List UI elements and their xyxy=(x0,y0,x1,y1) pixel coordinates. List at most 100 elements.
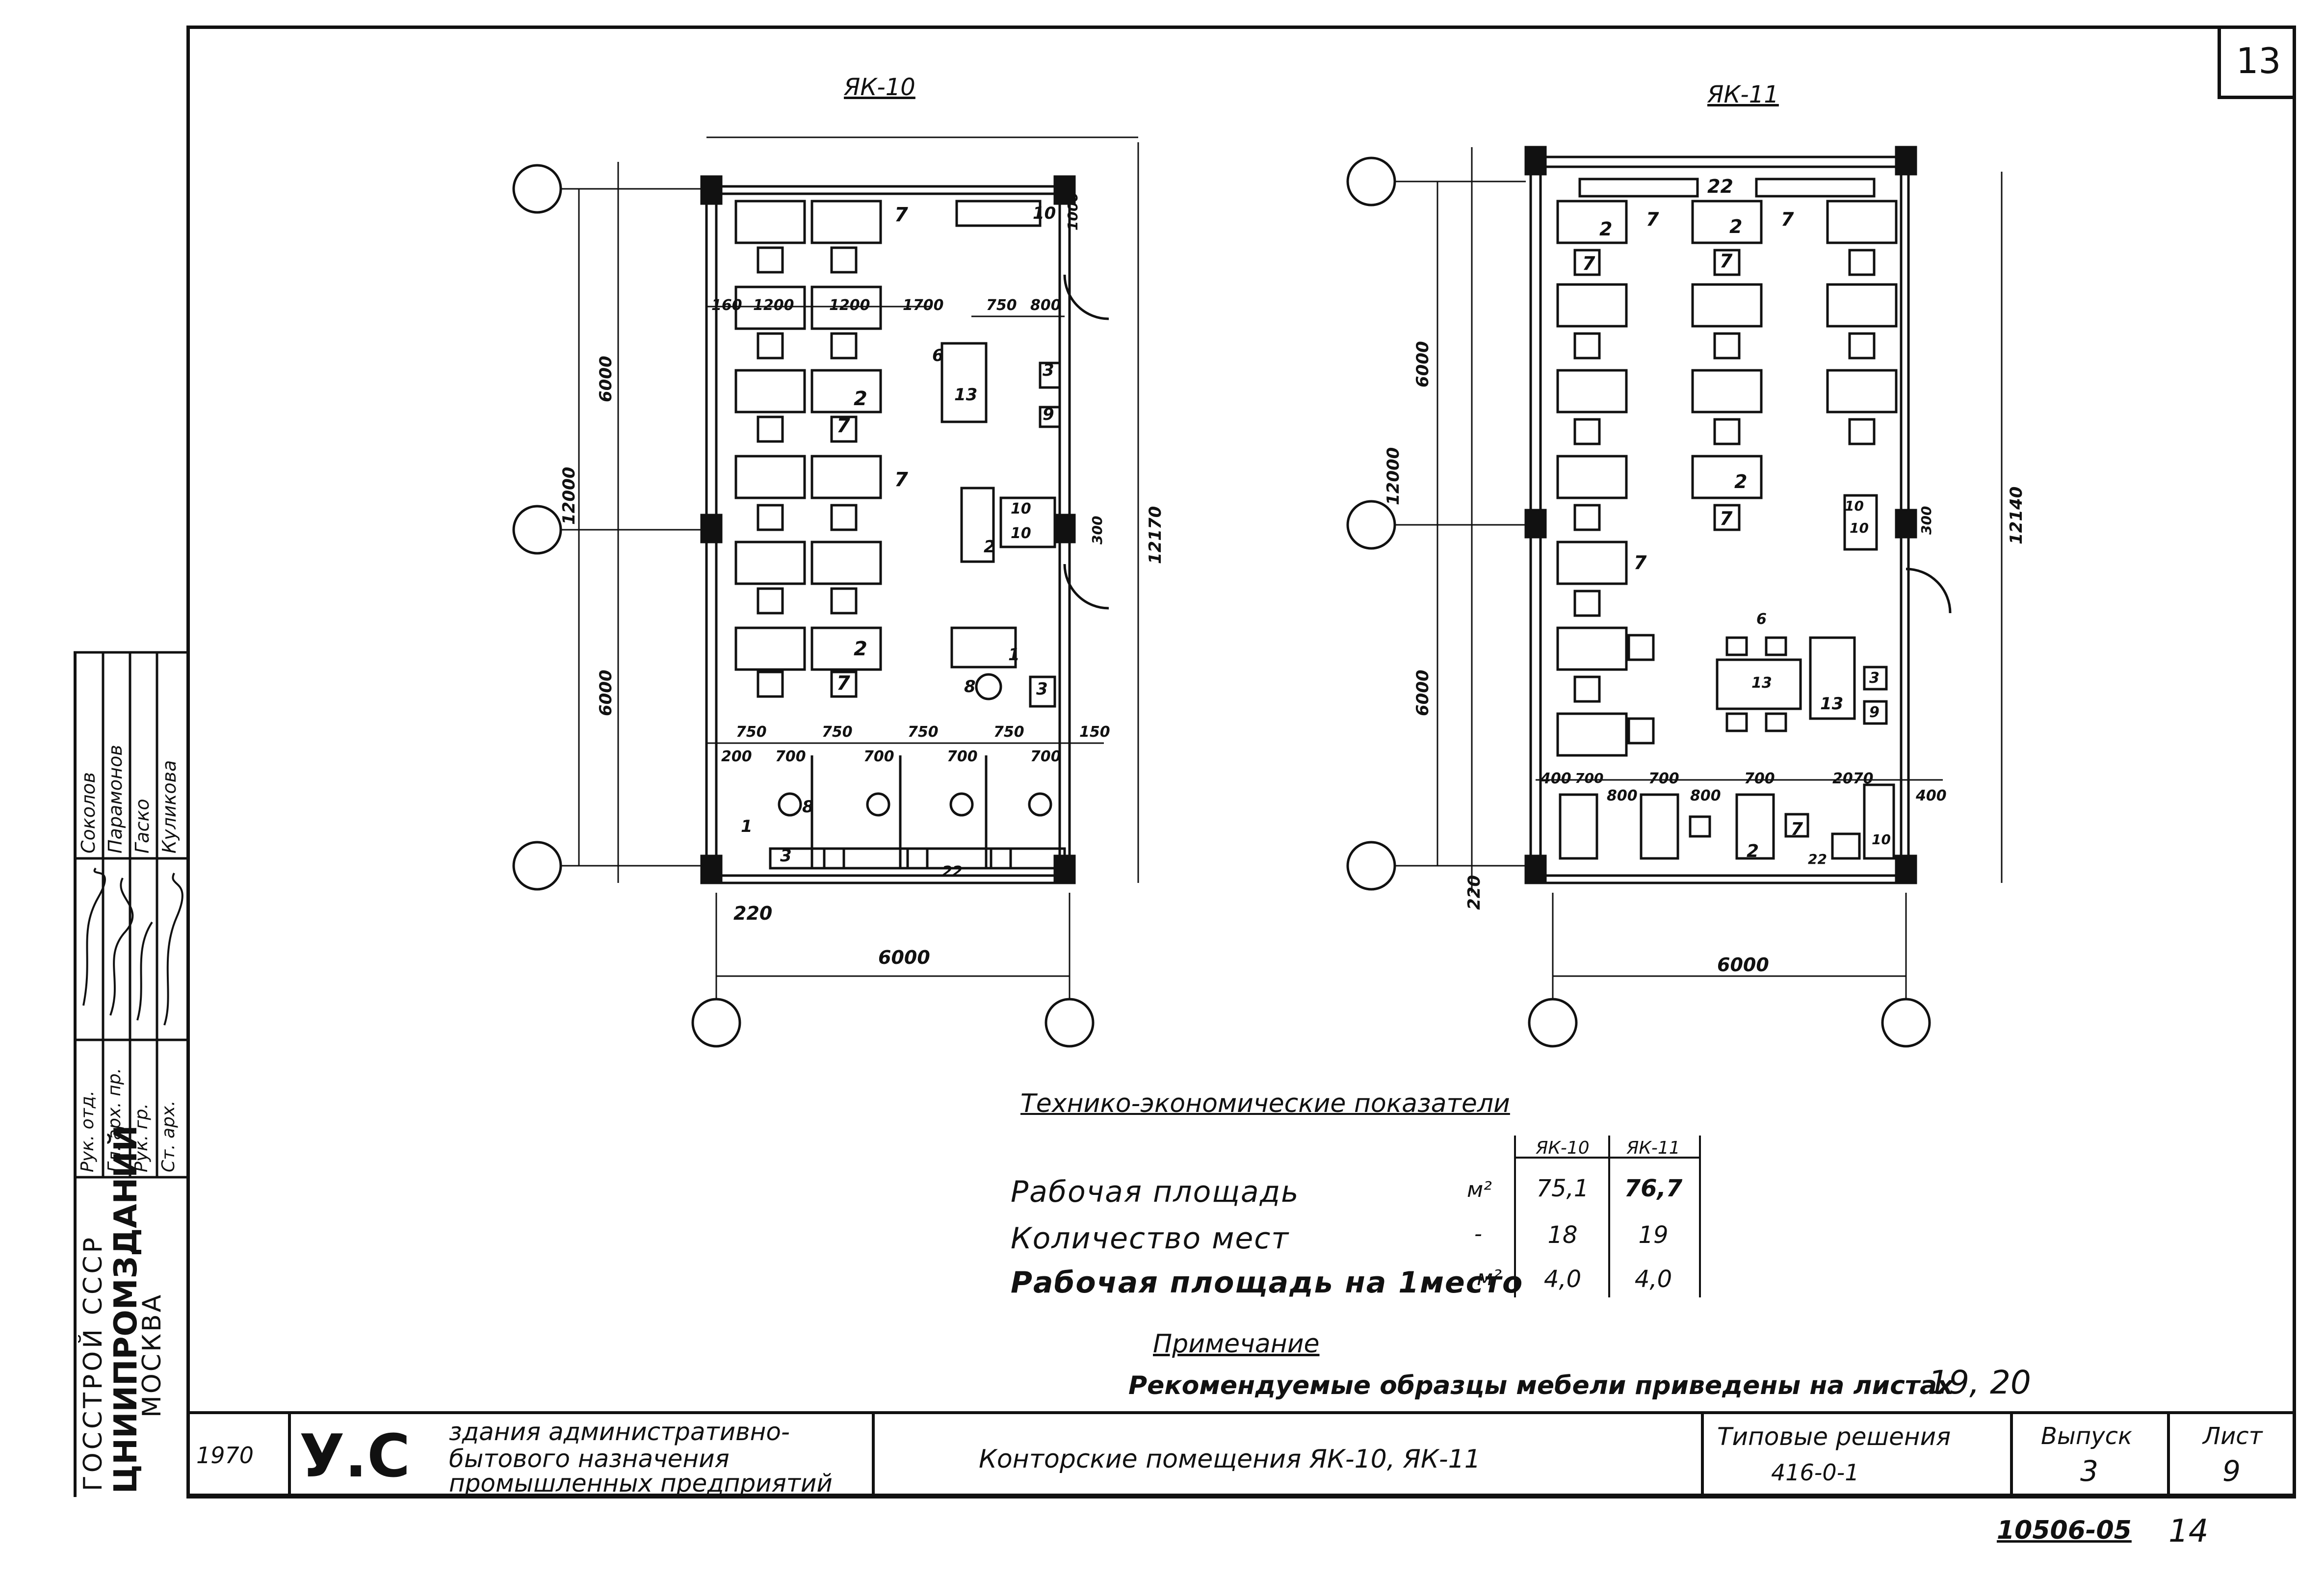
ak10-dim: 750 xyxy=(908,723,939,741)
corner-sheet-number: 13 xyxy=(2218,26,2296,99)
series-mark: У.С xyxy=(299,1422,411,1491)
indicator-unit: - xyxy=(1474,1221,1482,1246)
stamp-role: Ст. арх. xyxy=(158,1100,179,1172)
ak10-dim: 1200 xyxy=(753,297,794,314)
ak11-dim: 800 xyxy=(1607,787,1638,804)
furniture-label: 1 xyxy=(1008,645,1020,665)
indicators-title: Технико-экономические показатели xyxy=(1020,1089,1510,1118)
furniture-label: 13 xyxy=(954,385,978,405)
furniture-label: 7 xyxy=(1720,250,1733,272)
plan-ak11-drawing xyxy=(1346,146,2003,1048)
purpose-line3: промышленных предприятий xyxy=(449,1469,833,1498)
furniture-label: 9 xyxy=(1869,704,1880,721)
note-pages: 19, 20 xyxy=(1928,1364,2031,1401)
furniture-label: 2 xyxy=(1734,471,1748,492)
stamp-name: Гаско xyxy=(131,799,153,853)
furniture-label: 10 xyxy=(1850,520,1869,536)
sheet-value: 9 xyxy=(2222,1454,2241,1488)
furniture-label: 2 xyxy=(854,388,867,410)
indicator-unit: м² xyxy=(1467,1177,1492,1202)
furniture-label: 10 xyxy=(1011,525,1031,542)
furniture-label: 7 xyxy=(1646,208,1659,230)
ak10-dim: 150 xyxy=(1079,723,1110,741)
indicators-header-ak11: ЯК-11 xyxy=(1626,1138,1680,1158)
ak11-dim: 700 xyxy=(1575,770,1604,786)
furniture-label: 2 xyxy=(1747,841,1759,861)
ak10-small-dim: 220 xyxy=(733,903,773,924)
issue-value: 3 xyxy=(2080,1454,2098,1488)
typical-label: Типовые решения xyxy=(1717,1422,1951,1451)
furniture-label: 8 xyxy=(802,797,814,817)
note-text: Рекомендуемые образцы мебели приведены н… xyxy=(1128,1371,1954,1400)
furniture-label: 3 xyxy=(1869,670,1880,687)
ak10-dim: 200 xyxy=(721,748,752,765)
stamp-city: МОСКВА xyxy=(137,1292,167,1418)
stamp-name: Куликова xyxy=(158,760,180,853)
furniture-label: 7 xyxy=(836,414,850,437)
ak10-dim: 700 xyxy=(775,748,806,765)
ak10-dim: 750 xyxy=(986,297,1017,314)
indicator-value-ak11: 4,0 xyxy=(1634,1266,1672,1293)
plan-ak10-title: ЯК-10 xyxy=(844,74,915,101)
furniture-label: 10 xyxy=(1845,498,1864,514)
title-block-year: 1970 xyxy=(196,1442,254,1469)
furniture-label: 2 xyxy=(1729,216,1743,237)
furniture-label: 13 xyxy=(1751,674,1772,692)
ak10-dim: 1700 xyxy=(903,297,944,314)
furniture-label: 10 xyxy=(1011,500,1031,517)
furniture-label: 10 xyxy=(1872,831,1891,848)
furniture-label: 1 xyxy=(741,817,753,836)
furniture-label: 9 xyxy=(1043,405,1054,424)
stamp-org1: ГОССТРОЙ СССР xyxy=(78,1234,108,1491)
furniture-label: 22 xyxy=(942,863,963,880)
indicator-value-ak10: 75,1 xyxy=(1536,1175,1589,1202)
indicator-value-ak11: 19 xyxy=(1638,1221,1669,1249)
purpose-line2: бытового назначения xyxy=(449,1445,730,1473)
ak11-dim: 700 xyxy=(1648,770,1679,787)
archive-sheet: 14 xyxy=(2168,1513,2209,1550)
furniture-label: 22 xyxy=(1808,851,1827,867)
indicator-value-ak10: 18 xyxy=(1547,1221,1578,1249)
drawing-frame xyxy=(186,26,2296,1497)
issue-label: Выпуск xyxy=(2041,1422,2132,1450)
furniture-label: 6 xyxy=(1756,611,1767,628)
ak11-dim: 700 xyxy=(1744,770,1775,787)
side-stamp xyxy=(74,652,186,1497)
furniture-label: 7 xyxy=(836,672,850,695)
ak10-dim: 1200 xyxy=(829,297,870,314)
indicator-label: Рабочая площадь на 1место xyxy=(1011,1266,1524,1300)
furniture-label: 22 xyxy=(1707,176,1733,197)
stamp-name: Парамонов xyxy=(104,745,126,853)
ak10-dim: 700 xyxy=(863,748,894,765)
furniture-label: 6 xyxy=(932,346,944,365)
indicators-grid xyxy=(1514,1136,1701,1297)
ak10-dim: 160 xyxy=(711,297,742,314)
indicator-value-ak11: 76,7 xyxy=(1624,1175,1683,1202)
plan-ak11-title: ЯК-11 xyxy=(1707,81,1779,108)
furniture-label: 3 xyxy=(1043,361,1054,380)
stamp-role: Гл. арх. пр. xyxy=(104,1068,125,1172)
stamp-name: Соколов xyxy=(78,772,99,853)
sheet-label: Лист xyxy=(2203,1422,2263,1450)
note-title: Примечание xyxy=(1153,1329,1320,1359)
ak10-dim: 750 xyxy=(822,723,853,741)
furniture-label: 7 xyxy=(894,468,908,491)
ak11-overall-width: 6000 xyxy=(1717,954,1769,976)
stamp-role: Рук. отд. xyxy=(78,1090,98,1172)
ak10-dim: 750 xyxy=(736,723,767,741)
archive-code: 10506-05 xyxy=(1997,1516,2132,1545)
furniture-label: 7 xyxy=(1791,819,1803,839)
ak11-dim: 400 xyxy=(1541,770,1571,787)
furniture-label: 3 xyxy=(1036,679,1048,699)
furniture-label: 7 xyxy=(1781,208,1794,230)
furniture-label: 7 xyxy=(1582,253,1595,274)
purpose-line1: здания административно- xyxy=(449,1418,790,1446)
stamp-role: Рук. гр. xyxy=(131,1103,152,1172)
ak10-dim: 700 xyxy=(947,748,978,765)
furniture-label: 7 xyxy=(1720,508,1733,529)
ak10-dim: 750 xyxy=(993,723,1024,741)
furniture-label: 8 xyxy=(964,677,976,697)
ak10-dim: 800 xyxy=(1030,297,1061,314)
